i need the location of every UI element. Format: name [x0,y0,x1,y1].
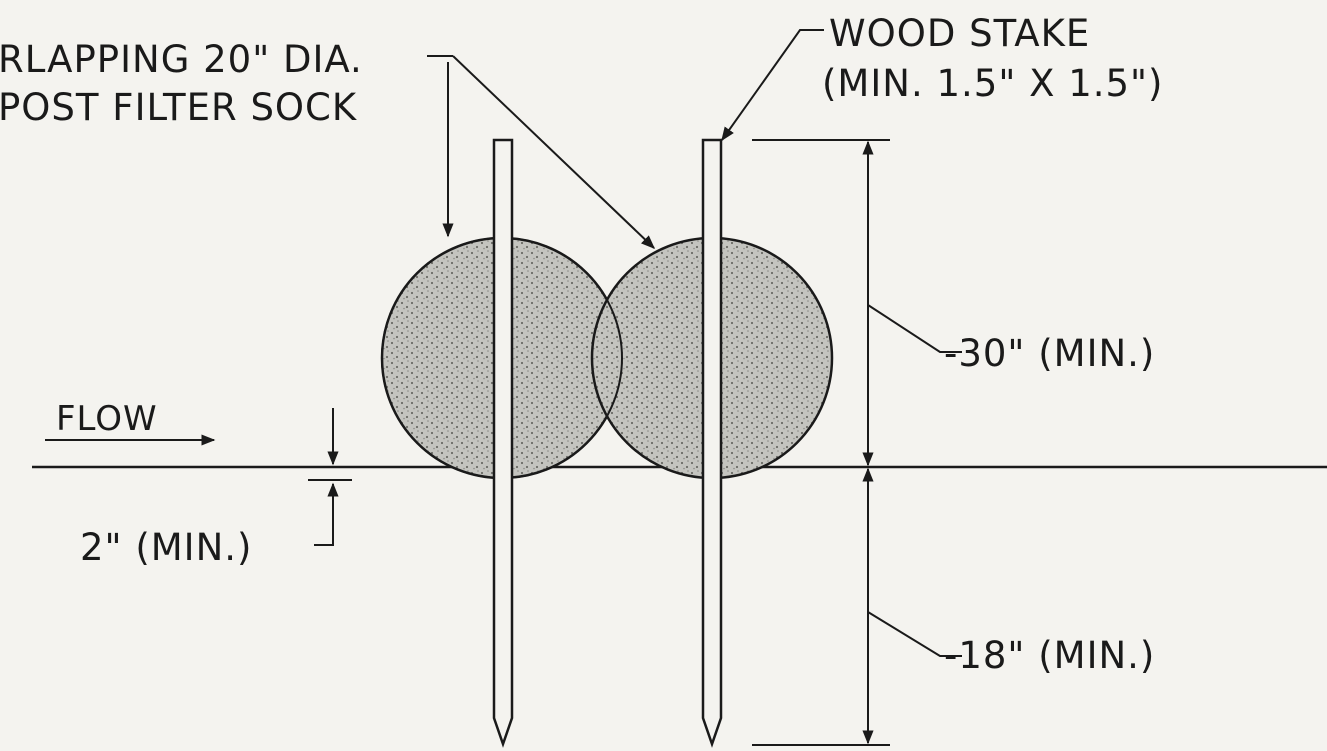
sock-leader-to-right-sock [452,55,656,249]
flow-label: FLOW [56,399,158,439]
dim-30-label: -30" (MIN.) [944,332,1156,375]
dim-embed-label: 2" (MIN.) [80,526,253,569]
embed-arrow-up [314,482,339,546]
stake-label-line2: (MIN. 1.5" X 1.5") [822,62,1164,105]
dim-18-label: -18" (MIN.) [944,634,1156,677]
stake-label-line1: WOOD STAKE [829,12,1091,55]
stake-leader [721,29,824,142]
wood-stake-left [492,138,514,748]
sock-label-line1: RLAPPING 20" DIA. [0,38,363,81]
dim-30-leader [867,304,962,353]
dim-18-leader [867,611,962,657]
sock-label-line2: POST FILTER SOCK [0,86,358,129]
wood-stake-right [701,138,723,748]
